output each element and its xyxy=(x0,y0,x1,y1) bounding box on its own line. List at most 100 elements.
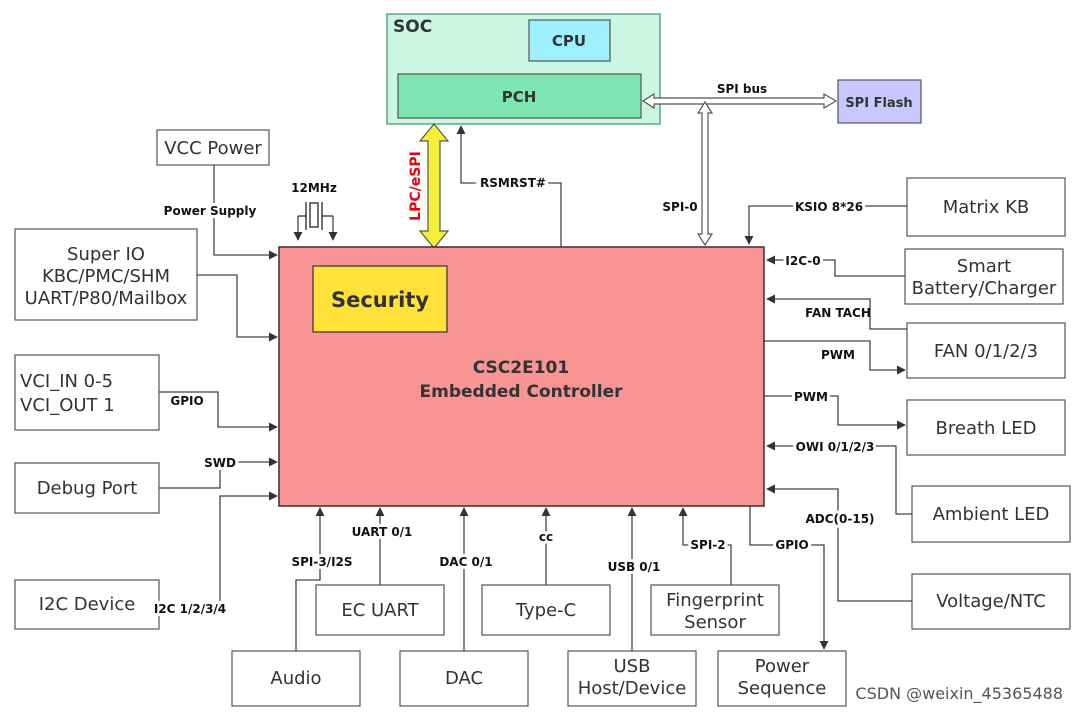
ec-box xyxy=(278,246,765,507)
fan-tach-line xyxy=(766,294,907,330)
fan-box xyxy=(906,322,1066,379)
gpio-left-label: GPIO xyxy=(170,394,203,408)
security-box xyxy=(312,265,448,333)
power-supply-line xyxy=(213,165,278,260)
battery-line2: Battery/Charger xyxy=(912,278,1057,299)
spi-flash-label: SPI Flash xyxy=(845,96,912,111)
usb-line1: USB xyxy=(614,656,651,677)
ksio-label: KSIO 8*26 xyxy=(795,200,863,214)
ambient-led-box xyxy=(911,485,1071,543)
security-label: Security xyxy=(331,288,429,312)
spi-flash-box xyxy=(837,79,922,124)
spi-bus-arrow xyxy=(641,92,838,110)
fingerprint-line2: Sensor xyxy=(684,612,746,633)
spi0-label: SPI-0 xyxy=(662,200,697,214)
soc-block: SOC CPU PCH xyxy=(386,13,661,125)
voltage-box xyxy=(911,573,1071,630)
usb01-label: USB 0/1 xyxy=(608,560,661,574)
breath-led-label: Breath LED xyxy=(936,418,1037,439)
i2c-device-label: I2C Device xyxy=(39,594,136,615)
swd-line xyxy=(159,457,278,489)
debug-port-label: Debug Port xyxy=(37,478,138,499)
lpc-espi-arrow xyxy=(418,123,450,249)
rsmrst-line xyxy=(456,125,562,247)
audio-label: Audio xyxy=(270,668,321,689)
battery-line1: Smart xyxy=(957,256,1011,277)
gpio-right-label: GPIO xyxy=(775,538,808,552)
rsmrst-label: RSMRST# xyxy=(480,176,546,190)
audio-box xyxy=(231,650,361,707)
cpu-box xyxy=(528,19,611,62)
type-c-label: Type-C xyxy=(515,600,576,621)
spi0-arrow xyxy=(696,100,714,247)
vci-line2: VCI_OUT 1 xyxy=(20,395,115,416)
debug-port-box xyxy=(14,462,160,514)
spi2-label: SPI-2 xyxy=(690,538,725,552)
power-seq-box xyxy=(717,650,847,707)
battery-box xyxy=(904,248,1064,305)
voltage-label: Voltage/NTC xyxy=(936,591,1046,612)
ksio-line xyxy=(744,205,907,245)
cc-label: cc xyxy=(539,530,553,544)
spi2-line xyxy=(678,507,732,585)
uart01-label: UART 0/1 xyxy=(352,525,413,539)
super-io-line2: KBC/PMC/SHM xyxy=(42,266,170,287)
ec-uart-box xyxy=(315,584,445,636)
super-io-line xyxy=(197,274,278,342)
pwm-fan-line xyxy=(764,340,906,375)
pwm-fan-label: PWM xyxy=(821,348,855,362)
gpio-left-line xyxy=(159,391,278,432)
power-seq-line2: Sequence xyxy=(738,678,827,699)
pwm-led-label: PWM xyxy=(794,390,828,404)
clock-label: 12MHz xyxy=(291,181,337,195)
i2c0-line xyxy=(766,255,905,277)
pch-box xyxy=(397,73,642,119)
fingerprint-box xyxy=(650,584,780,636)
spi-bus-label: SPI bus xyxy=(717,82,767,96)
super-io-line3: UART/P80/Mailbox xyxy=(25,288,188,309)
vci-line1: VCI_IN 0-5 xyxy=(20,371,113,392)
adc-label: ADC(0-15) xyxy=(805,512,874,526)
matrix-kb-box xyxy=(906,177,1066,237)
usb-box xyxy=(567,650,697,707)
lpc-espi-label: LPC/eSPI xyxy=(408,151,424,221)
swd-label: SWD xyxy=(204,456,236,470)
soc-title: SOC xyxy=(393,17,432,37)
adc-line xyxy=(766,484,912,602)
fan-tach-label: FAN TACH xyxy=(805,306,871,320)
i2c-1234-label: I2C 1/2/3/4 xyxy=(154,602,226,616)
ec-subtitle: Embedded Controller xyxy=(420,382,624,402)
super-io-line1: Super IO xyxy=(67,244,145,265)
dac-box xyxy=(399,650,529,707)
owi-label: OWI 0/1/2/3 xyxy=(796,440,875,454)
crystal-icon: 12MHz xyxy=(291,181,338,241)
cpu-label: CPU xyxy=(552,32,586,50)
vcc-power-label: VCC Power xyxy=(164,138,262,159)
ec-title: CSC2E101 xyxy=(473,358,569,378)
owi-line xyxy=(766,441,912,515)
pwm-led-line xyxy=(764,395,906,430)
gpio-right-line xyxy=(749,506,829,650)
breath-led-box xyxy=(906,399,1066,456)
spi3-label: SPI-3/I2S xyxy=(291,555,352,569)
power-supply-label: Power Supply xyxy=(164,204,257,218)
i2c-device-line xyxy=(159,491,278,606)
matrix-kb-label: Matrix KB xyxy=(943,197,1030,218)
dac-label: DAC xyxy=(445,668,483,689)
ec-uart-label: EC UART xyxy=(341,600,419,621)
pch-label: PCH xyxy=(502,88,537,106)
super-io-box xyxy=(14,228,198,321)
fingerprint-line1: Fingerprint xyxy=(666,590,764,611)
dac01-label: DAC 0/1 xyxy=(439,555,492,569)
vcc-power-box xyxy=(156,129,270,166)
i2c0-label: I2C-0 xyxy=(785,254,820,268)
fan-label: FAN 0/1/2/3 xyxy=(934,341,1038,362)
spi3-line xyxy=(295,507,325,651)
power-seq-line1: Power xyxy=(755,656,810,677)
watermark: CSDN @weixin_45365488 xyxy=(855,684,1063,704)
usb-line2: Host/Device xyxy=(578,678,687,699)
ambient-led-label: Ambient LED xyxy=(933,504,1050,525)
vci-box xyxy=(14,354,160,431)
